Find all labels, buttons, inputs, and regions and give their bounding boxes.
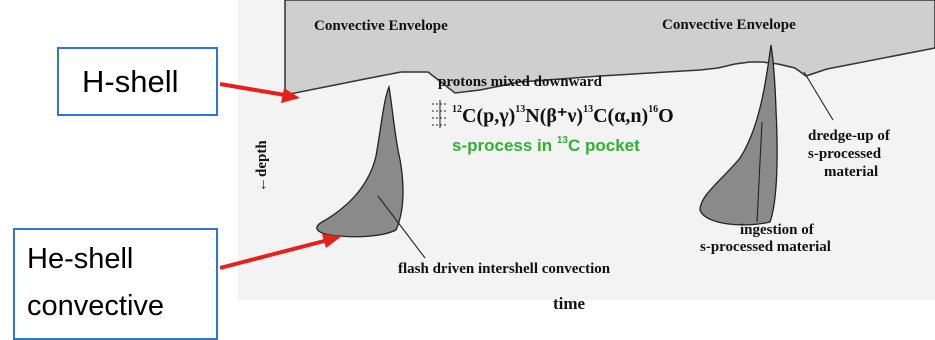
reaction-an: (α,n) bbox=[608, 105, 649, 127]
heshell-red-arrow bbox=[219, 238, 329, 270]
ingestion-pointer-line bbox=[756, 121, 763, 223]
reaction-c12-mass: 12 bbox=[452, 104, 462, 115]
reaction-c12: C bbox=[462, 105, 476, 127]
s-process-pocket-label: s-process in 13C pocket bbox=[452, 135, 640, 155]
he-shell-callout: He-shell convective bbox=[13, 228, 218, 340]
red-arrows bbox=[219, 82, 342, 270]
h-shell-label: H-shell bbox=[82, 64, 179, 99]
reaction-beta: (β⁺ν) bbox=[540, 105, 583, 127]
reaction-c13-mass: 13 bbox=[583, 104, 593, 115]
reaction-o16: O bbox=[658, 105, 674, 127]
dredge-up-label-1: dredge-up of bbox=[808, 128, 891, 144]
flash-convection-label: flash driven intershell convection bbox=[398, 261, 611, 277]
spocket-text-pre: s-process in bbox=[452, 136, 557, 155]
ingestion-label-2: s-processed material bbox=[700, 239, 831, 255]
time-axis-label: time bbox=[553, 294, 586, 313]
flash-pointer-line bbox=[377, 195, 426, 259]
ingestion-label-1: ingestion of bbox=[740, 222, 815, 238]
envelope-right-label: Convective Envelope bbox=[662, 17, 796, 33]
convective-envelope-region bbox=[284, 0, 935, 96]
spocket-mass: 13 bbox=[557, 135, 569, 146]
reaction-pg: (p,γ) bbox=[476, 105, 515, 127]
protons-label: protons mixed downward bbox=[438, 74, 603, 90]
he-shell-label-line2: convective bbox=[27, 290, 165, 322]
envelope-left-label: Convective Envelope bbox=[314, 18, 448, 34]
he-shell-label-line1: He-shell bbox=[27, 243, 134, 275]
heshell-red-arrowhead bbox=[322, 234, 342, 248]
h-shell-callout: H-shell bbox=[57, 47, 218, 116]
proton-mixing-marks bbox=[432, 100, 448, 128]
dredge-up-label-3: material bbox=[824, 164, 878, 180]
depth-axis-label: ←depth bbox=[254, 140, 270, 192]
reaction-equation: 12C(p,γ)13N(β⁺ν)13C(α,n)16O bbox=[452, 104, 674, 127]
reaction-c13: C bbox=[593, 105, 607, 127]
diagram-canvas: Convective Envelope Convective Envelope … bbox=[219, 0, 935, 313]
hshell-red-arrow bbox=[219, 82, 286, 97]
reaction-n13: N bbox=[525, 105, 540, 127]
dredge-pointer-line bbox=[803, 71, 834, 121]
dredge-up-label-2: s-processed bbox=[808, 146, 882, 162]
spocket-text-post: C pocket bbox=[568, 136, 640, 155]
reaction-o16-mass: 16 bbox=[648, 104, 658, 115]
right-intershell-flash bbox=[699, 44, 778, 226]
reaction-n13-mass: 13 bbox=[515, 104, 525, 115]
hshell-red-arrowhead bbox=[281, 88, 300, 103]
